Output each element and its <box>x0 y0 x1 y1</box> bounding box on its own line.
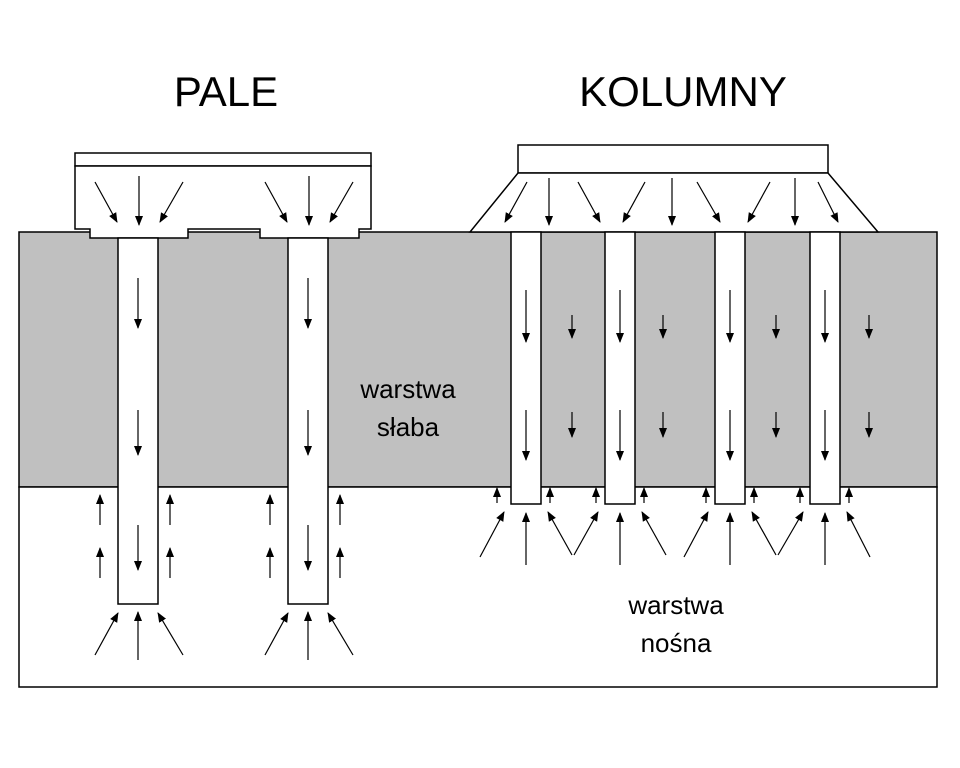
load-arrow <box>547 511 573 556</box>
weak-layer-label-2: słaba <box>377 412 440 442</box>
bearing-layer-label-1: warstwa <box>627 590 724 620</box>
load-arrow <box>573 511 599 556</box>
load-arrow <box>159 181 184 223</box>
column-4 <box>809 231 841 505</box>
load-arrow <box>329 181 354 223</box>
load-arrow <box>94 612 119 656</box>
load-arrow <box>696 181 721 223</box>
load-arrow <box>683 511 709 558</box>
load-arrow <box>747 181 771 223</box>
bearing-layer <box>18 486 938 688</box>
load-arrow <box>577 181 601 223</box>
load-arrow <box>264 181 288 223</box>
load-arrow <box>777 511 804 556</box>
load-arrow <box>94 181 118 223</box>
load-arrow <box>479 511 505 558</box>
column-1 <box>510 231 542 505</box>
load-arrow <box>641 511 667 556</box>
embankment <box>468 144 880 233</box>
load-arrow <box>157 612 184 656</box>
pile-cap-top-plate <box>74 152 372 167</box>
load-arrow <box>817 181 839 223</box>
load-arrow <box>327 612 354 656</box>
column-2 <box>604 231 636 505</box>
column-3 <box>714 231 746 505</box>
load-arrow <box>264 612 289 656</box>
load-arrow <box>622 181 646 223</box>
weak-layer <box>18 231 938 488</box>
weak-layer-label-1: warstwa <box>359 374 456 404</box>
embankment-top-plate <box>517 144 829 174</box>
pile-cap-body <box>74 165 372 239</box>
pile-cap <box>74 152 372 239</box>
embankment-body <box>468 172 880 233</box>
load-arrow <box>504 181 528 223</box>
bearing-layer-label-2: nośna <box>641 628 712 658</box>
load-arrow <box>846 511 871 558</box>
columns <box>510 231 841 505</box>
load-arrows <box>94 176 873 660</box>
title-piles: PALE <box>174 68 278 115</box>
title-columns: KOLUMNY <box>579 68 787 115</box>
load-arrow <box>751 511 777 556</box>
